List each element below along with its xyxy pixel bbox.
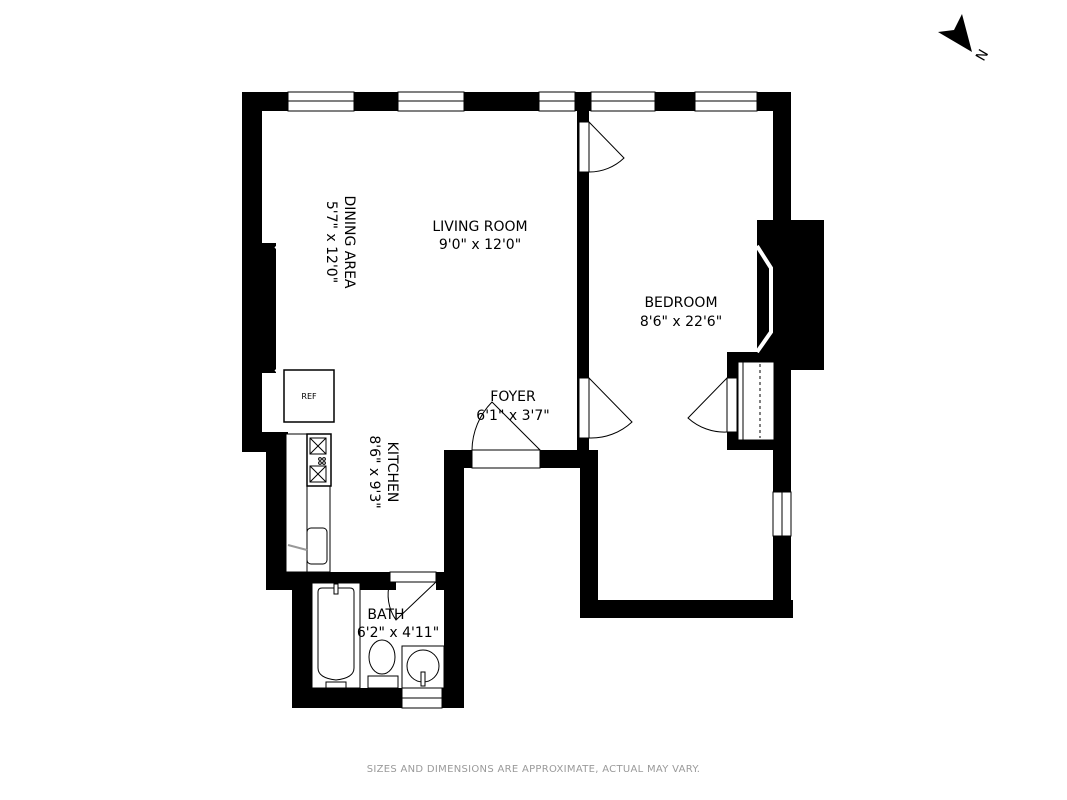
bath-dims: 6'2" x 4'11" <box>357 625 439 641</box>
kitchen-fixtures <box>283 369 335 573</box>
disclaimer-footer: SIZES AND DIMENSIONS ARE APPROXIMATE, AC… <box>366 764 701 775</box>
toilet-tank-icon <box>367 675 399 689</box>
dining-area-name: DINING AREA <box>341 195 357 288</box>
dining-area-dims: 5'7" x 12'0" <box>323 201 339 283</box>
north-arrow-icon: N <box>938 14 992 64</box>
bathtub-icon <box>317 587 355 681</box>
room-labels: LIVING ROOM 9'0" x 12'0" DINING AREA 5'7… <box>301 195 722 641</box>
kitchen-name: KITCHEN <box>384 442 400 503</box>
ref-label: REF <box>301 392 317 401</box>
compass-label: N <box>973 47 992 64</box>
living-room-name: LIVING ROOM <box>432 219 527 235</box>
bedroom-name: BEDROOM <box>644 295 717 311</box>
doors <box>387 121 775 621</box>
bath-fixtures <box>311 582 445 689</box>
toilet-icon <box>368 639 396 675</box>
bath-name: BATH <box>367 607 404 623</box>
foyer-dims: 6'1" x 3'7" <box>476 408 549 424</box>
bedroom-dims: 8'6" x 22'6" <box>640 314 722 330</box>
foyer-name: FOYER <box>490 389 536 405</box>
windows <box>274 91 792 709</box>
kitchen-dims: 8'6" x 9'3" <box>366 435 382 508</box>
living-room-dims: 9'0" x 12'0" <box>439 237 521 253</box>
refrigerator-icon <box>283 369 335 423</box>
kitchen-sink-icon <box>306 527 328 565</box>
